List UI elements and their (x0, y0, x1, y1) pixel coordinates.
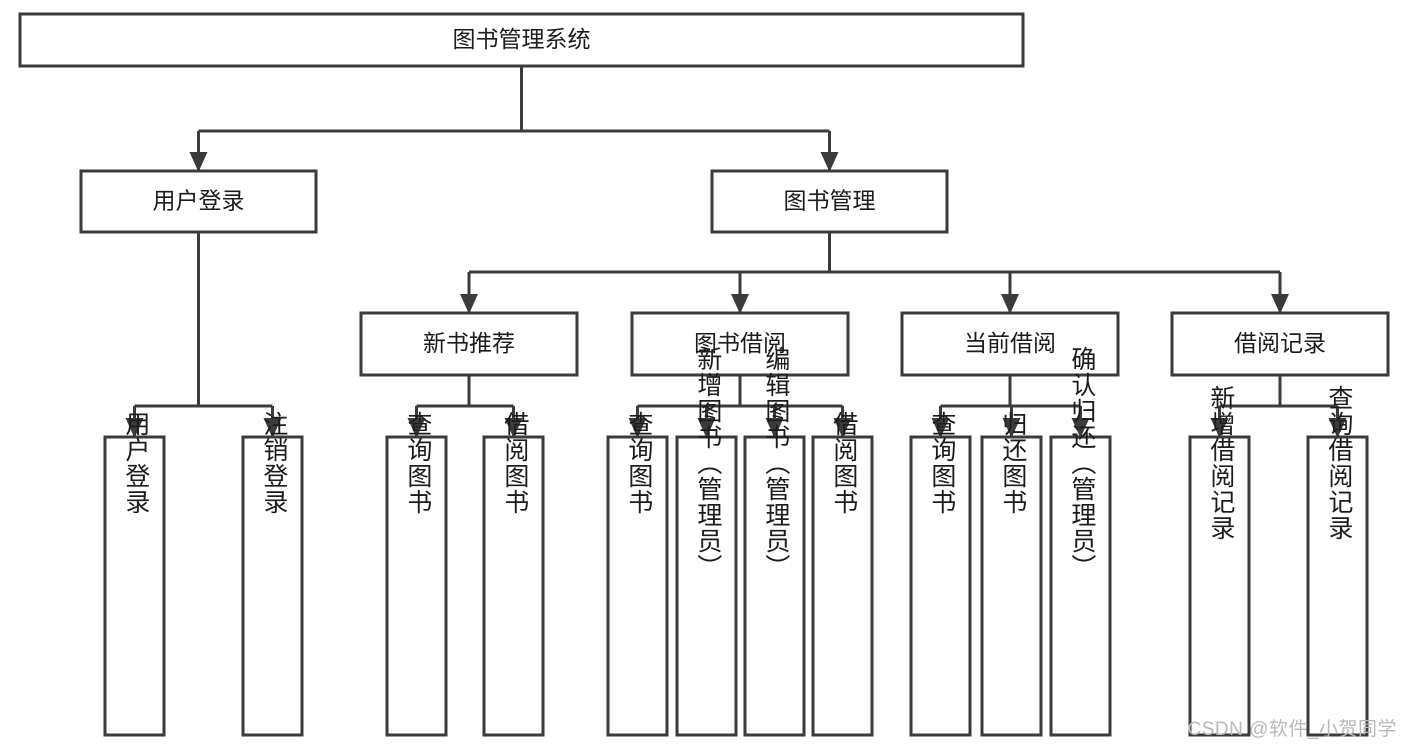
node-leaf-1-label: 注销登录 (260, 411, 289, 515)
node-leaf-10-box[interactable] (1049, 435, 1112, 737)
node-level3-0-label: 新书推荐 (423, 330, 515, 356)
node-leaf-3[interactable]: 借阅图书 (482, 411, 545, 737)
arrow-head-icon (765, 418, 784, 438)
node-leaf-2-box[interactable] (385, 435, 448, 737)
node-leaf-10[interactable]: 确认归还（管理员） (1049, 346, 1112, 737)
arrow-head-icon (833, 418, 852, 438)
node-leaf-4-label: 查询图书 (625, 411, 654, 515)
node-leaf-7[interactable]: 借阅图书 (811, 411, 874, 737)
arrow-head-icon (1271, 294, 1289, 314)
node-level2-1[interactable]: 图书管理 (710, 169, 949, 234)
node-leaf-0[interactable]: 用户登录 (103, 411, 166, 737)
node-leaf-7-box[interactable] (811, 435, 874, 737)
node-leaf-5-box[interactable] (675, 435, 738, 737)
node-leaf-4[interactable]: 查询图书 (606, 411, 669, 737)
node-level3-1-box[interactable] (630, 311, 850, 377)
node-level3-1[interactable]: 图书借阅 (630, 311, 850, 377)
arrow-head-icon (1001, 294, 1019, 314)
node-leaf-6-label: 编辑图书（管理员） (762, 346, 791, 580)
node-level3-2[interactable]: 当前借阅 (900, 311, 1120, 377)
arrow-head-icon (820, 152, 839, 172)
connector-layer (125, 66, 1347, 438)
node-leaf-3-label: 借阅图书 (501, 411, 530, 515)
node-level2-0-box[interactable] (79, 169, 318, 234)
node-level2-1-label: 图书管理 (784, 188, 876, 214)
node-leaf-9-box[interactable] (980, 435, 1043, 737)
node-leaf-8-label: 查询图书 (928, 411, 957, 515)
arrow-head-icon (628, 418, 647, 438)
node-root[interactable]: 图书管理系统 (18, 12, 1025, 68)
node-leaf-9-label: 归还图书 (999, 411, 1028, 515)
arrow-head-icon (263, 418, 282, 438)
node-leaf-12[interactable]: 查询借阅记录 (1306, 385, 1369, 737)
node-level2-0[interactable]: 用户登录 (79, 169, 318, 234)
node-level3-2-box[interactable] (900, 311, 1120, 377)
node-level3-3[interactable]: 借阅记录 (1170, 311, 1390, 377)
node-root-label: 图书管理系统 (453, 26, 591, 52)
node-level3-1-label: 图书借阅 (694, 330, 786, 356)
node-leaf-4-box[interactable] (606, 435, 669, 737)
arrow-head-icon (731, 294, 749, 314)
node-leaf-0-label: 用户登录 (122, 411, 151, 515)
arrow-head-icon (460, 294, 478, 314)
node-level2-1-box[interactable] (710, 169, 949, 234)
arrow-head-icon (125, 418, 144, 438)
node-level2-0-label: 用户登录 (153, 188, 245, 214)
arrow-head-icon (697, 418, 716, 438)
node-leaf-5[interactable]: 新增图书（管理员） (675, 346, 738, 737)
node-leaf-2[interactable]: 查询图书 (385, 411, 448, 737)
node-leaf-6[interactable]: 编辑图书（管理员） (743, 346, 806, 737)
node-root-box[interactable] (18, 12, 1025, 68)
node-leaf-1-box[interactable] (241, 435, 304, 737)
node-level3-0[interactable]: 新书推荐 (359, 311, 579, 377)
arrow-head-icon (504, 418, 523, 438)
node-leaf-11-label: 新增借阅记录 (1207, 385, 1236, 541)
arrow-head-icon (407, 418, 426, 438)
node-leaf-11[interactable]: 新增借阅记录 (1188, 385, 1251, 737)
node-level3-2-label: 当前借阅 (964, 330, 1056, 356)
node-leaf-8[interactable]: 查询图书 (909, 411, 972, 737)
arrow-head-icon (1071, 418, 1090, 438)
node-leaf-7-label: 借阅图书 (830, 411, 859, 515)
node-leaf-9[interactable]: 归还图书 (980, 411, 1043, 737)
node-leaf-8-box[interactable] (909, 435, 972, 737)
arrow-head-icon (931, 418, 950, 438)
arrow-head-icon (1328, 418, 1347, 438)
node-leaf-2-label: 查询图书 (404, 411, 433, 515)
node-leaf-1[interactable]: 注销登录 (241, 411, 304, 737)
node-leaf-0-box[interactable] (103, 435, 166, 737)
arrow-head-icon (1210, 418, 1229, 438)
node-leaf-12-label: 查询借阅记录 (1325, 385, 1354, 541)
arrow-head-icon (1002, 418, 1021, 438)
arrow-head-icon (189, 152, 208, 172)
node-leaf-11-box[interactable] (1188, 435, 1251, 737)
node-level3-0-box[interactable] (359, 311, 579, 377)
node-level3-3-box[interactable] (1170, 311, 1390, 377)
node-leaf-3-box[interactable] (482, 435, 545, 737)
node-leaf-12-box[interactable] (1306, 435, 1369, 737)
node-level3-3-label: 借阅记录 (1234, 330, 1326, 356)
node-leaf-10-label: 确认归还（管理员） (1068, 346, 1097, 580)
node-layer: 图书管理系统用户登录图书管理新书推荐图书借阅当前借阅借阅记录用户登录注销登录查询… (18, 12, 1390, 737)
node-leaf-5-label: 新增图书（管理员） (694, 346, 723, 580)
node-leaf-6-box[interactable] (743, 435, 806, 737)
